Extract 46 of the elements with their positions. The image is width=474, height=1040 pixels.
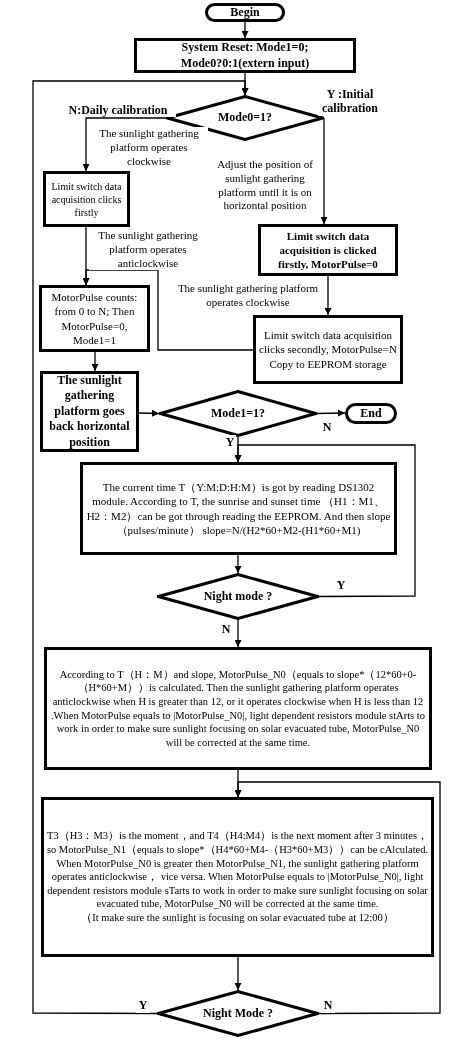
arrow <box>82 269 254 351</box>
process-box <box>40 371 139 452</box>
node-text: System Reset: Mode1=0; Mode0?0:1(extern input) <box>179 39 311 72</box>
node-text: Limit switch data acquisition clicks firstly <box>50 179 123 219</box>
process-box <box>39 285 150 352</box>
node-text: Night mode ? <box>203 588 273 605</box>
decision-diamond <box>157 990 319 1037</box>
process-box <box>258 224 398 276</box>
node-text: According to T（H：M）and slope, MotorPulse_N0（equals to slope*（12*60+0-（H*60+M））is calculated. Then the sunlight gathering platform operates anticlockwise when H is greater than 12, or it operates clockwise when H is less than 12 .When MotorPulse equals to |MotorPulse_N0|, light dependent resistors module stArts to work in order to make sure sunlight focusing on solar evacuated tube, MotorPulse_N0 will be corrected at the same time. <box>50 667 426 750</box>
terminal-box <box>205 3 285 22</box>
node-text: Night Mode ? <box>203 1005 273 1022</box>
terminal-box <box>345 403 397 424</box>
arrow <box>234 781 441 1015</box>
arrow <box>234 554 242 574</box>
process-box <box>80 462 397 555</box>
edge-label: Y <box>136 998 150 1013</box>
process-box <box>41 797 434 957</box>
arrow <box>234 956 242 991</box>
process-box <box>134 38 356 73</box>
node-text: Begin <box>230 4 260 21</box>
node-text: Limit switch data acquisition clicks secondly, MotorPulse=N Copy to EEPROM storage <box>258 328 398 371</box>
arrow <box>320 117 328 225</box>
node-text: Mode0=1? <box>217 110 273 126</box>
arrow <box>241 21 249 39</box>
node-text: The sunlight gathering platform goes back horizontal position <box>48 372 131 451</box>
decision-diamond <box>159 390 317 437</box>
arrow <box>324 275 332 316</box>
arrow <box>316 409 346 417</box>
arrow <box>91 351 99 372</box>
arrow <box>32 80 249 1015</box>
node-text: End <box>360 405 382 422</box>
node-text: The current time T（Y:M:D:H:M）is got by reading DS1302 module. According to T, the sunrise and sunset time （H1：M1、H2：M2）can be got through reading the EEPROM. And then slope（pulses/minute） slope=N/(H2*60+M2-(H1*60+M1) <box>85 479 392 538</box>
node-text: Limit switch data acquisition is clicked firstly, MotorPulse=0 <box>277 228 379 272</box>
arrow <box>234 619 242 648</box>
arrow <box>82 117 167 172</box>
node-text: T3（H3：M3）is the moment，and T4（H4:M4）is the next moment after 3 minutes，so MotorPulse_N1（equals to slope*（H4*60+M4-（H3*60+M3））can be cAlculated. When MotorPulse_N0 is greater then MotorPulse_N1, the sunlight gathering platform operates anticlockwise， vice versa. When MotorPulse equals to |MotorPulse_N0|, light dependent resistors module sTarts to work in order to make sure sunlight focusing on solar evacuated tube, MotorPulse_N0 will be corrected at the same time. <box>46 829 429 912</box>
decision-diamond <box>157 573 319 620</box>
arrow <box>234 444 416 598</box>
edge-label: N <box>321 998 335 1013</box>
process-box <box>253 315 403 384</box>
process-box <box>44 647 432 770</box>
node-text: （It make sure the sunlight is focusing on solar evacuated tube at 12:00） <box>81 911 394 925</box>
process-box <box>43 171 130 227</box>
node-text: MotorPulse counts: from 0 to N; Then MotorPulse=0, Mode1=1 <box>50 289 139 348</box>
arrow <box>138 409 160 417</box>
node-text: Mode1=1? <box>210 405 266 422</box>
